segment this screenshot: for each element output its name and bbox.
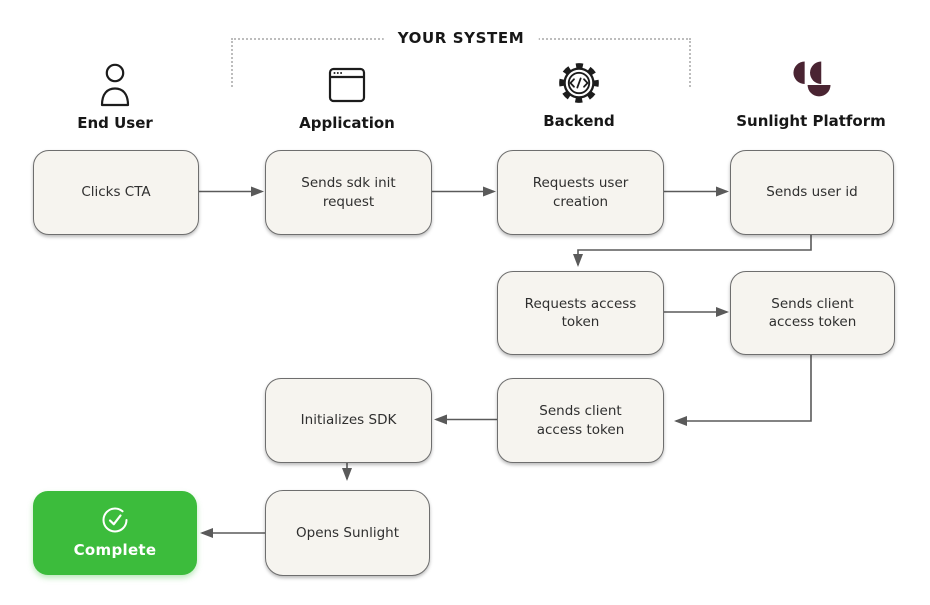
flow-node-label: Requests user creation (532, 175, 629, 210)
sunlight-logo-icon (791, 58, 831, 108)
actor-application-label: Application (299, 114, 395, 132)
flow-node-label: Sends client access token (768, 295, 857, 330)
actor-end-user-label: End User (77, 114, 153, 132)
check-circle-icon (102, 507, 128, 533)
flow-node-clicks-cta: Clicks CTA (33, 150, 199, 235)
flow-node-label: Opens Sunlight (296, 524, 399, 541)
flow-node-label: Sends user id (766, 184, 858, 201)
actor-application: Application (267, 60, 427, 132)
flow-node-sends-client-access-token-backend: Sends client access token (497, 378, 664, 463)
flow-node-label: Initializes SDK (300, 412, 397, 429)
flow-node-requests-access-token: Requests access token (497, 271, 664, 355)
flow-node-requests-user-creation: Requests user creation (497, 150, 664, 235)
browser-window-icon (327, 60, 367, 110)
actor-sunlight-platform-label: Sunlight Platform (736, 112, 886, 130)
actor-end-user: End User (35, 60, 195, 132)
your-system-label: YOUR SYSTEM (383, 29, 539, 47)
flow-node-label: Requests access token (524, 295, 637, 330)
actor-sunlight-platform: Sunlight Platform (731, 58, 891, 130)
flow-node-label: Sends sdk init request (301, 175, 396, 210)
flow-node-label: Sends client access token (536, 403, 625, 438)
actor-backend-label: Backend (543, 112, 615, 130)
flow-node-initializes-sdk: Initializes SDK (265, 378, 432, 463)
flow-node-label: Clicks CTA (81, 184, 151, 201)
your-system-bracket: YOUR SYSTEM (231, 29, 691, 87)
connector-sends-user-id-to-requests-access-token (573, 233, 812, 267)
person-icon (95, 60, 135, 110)
flow-node-label: Complete (73, 541, 157, 560)
gear-code-icon (555, 58, 603, 108)
actor-backend: Backend (499, 58, 659, 130)
flow-node-sends-user-id: Sends user id (730, 150, 894, 235)
flow-node-opens-sunlight: Opens Sunlight (265, 490, 430, 576)
flow-node-complete: Complete (33, 491, 197, 575)
flow-node-sends-sdk-init-request: Sends sdk init request (265, 150, 432, 235)
flow-node-sends-client-access-token-platform: Sends client access token (730, 271, 895, 355)
connector-sends-client-access-token-down-left (674, 353, 812, 426)
